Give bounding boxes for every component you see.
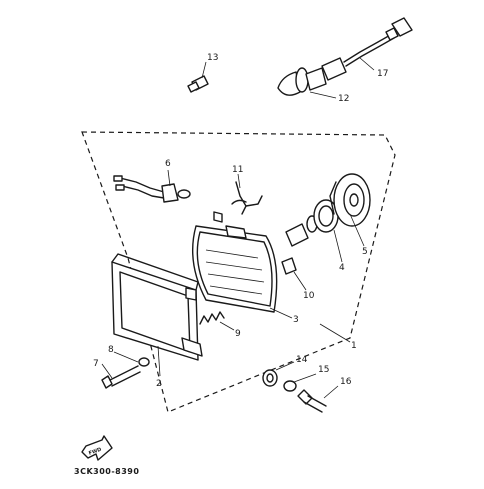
callout-8: 8 <box>108 345 114 355</box>
callout-4: 4 <box>339 263 345 273</box>
callout-6: 6 <box>165 159 171 169</box>
part-13-bulb <box>187 75 209 93</box>
part-16-bolt <box>297 389 327 413</box>
part-5-dust-cover <box>329 173 371 227</box>
part-8-washer <box>138 357 150 367</box>
callout-1: 1 <box>351 341 357 351</box>
callout-9: 9 <box>235 329 241 339</box>
callout-10: 10 <box>303 291 315 301</box>
callout-13: 13 <box>207 53 218 63</box>
part-17-harness <box>343 17 413 67</box>
callout-14: 14 <box>296 355 308 365</box>
callout-16: 16 <box>340 377 352 387</box>
part-12-headlight-bulb <box>277 57 347 96</box>
part-3-headlight-unit <box>191 211 278 313</box>
callout-15: 15 <box>318 365 329 375</box>
fwd-arrow-icon: FWD <box>81 435 113 461</box>
callout-12: 12 <box>338 94 349 104</box>
part-9-spring <box>199 311 225 325</box>
callout-17: 17 <box>377 69 388 79</box>
part-2-rim-frame <box>111 253 203 361</box>
fwd-label: FWD <box>88 447 102 457</box>
part-14-grommet <box>262 369 278 387</box>
callout-3: 3 <box>293 315 299 325</box>
part-11-spring-clip <box>231 181 263 215</box>
part-6-socket <box>113 175 191 203</box>
part-10-clip <box>281 257 297 275</box>
callout-2: 2 <box>156 379 162 389</box>
part-15-collar <box>283 380 297 392</box>
callout-7: 7 <box>93 359 99 369</box>
callout-11: 11 <box>232 165 243 175</box>
leader-lines <box>101 57 375 399</box>
part-7-screw <box>101 365 141 389</box>
assembly-boundary <box>81 131 396 413</box>
callout-5: 5 <box>362 247 368 257</box>
catalog-code: 3CK300-8390 <box>74 467 139 476</box>
part-4-bulb-ring <box>285 199 339 247</box>
